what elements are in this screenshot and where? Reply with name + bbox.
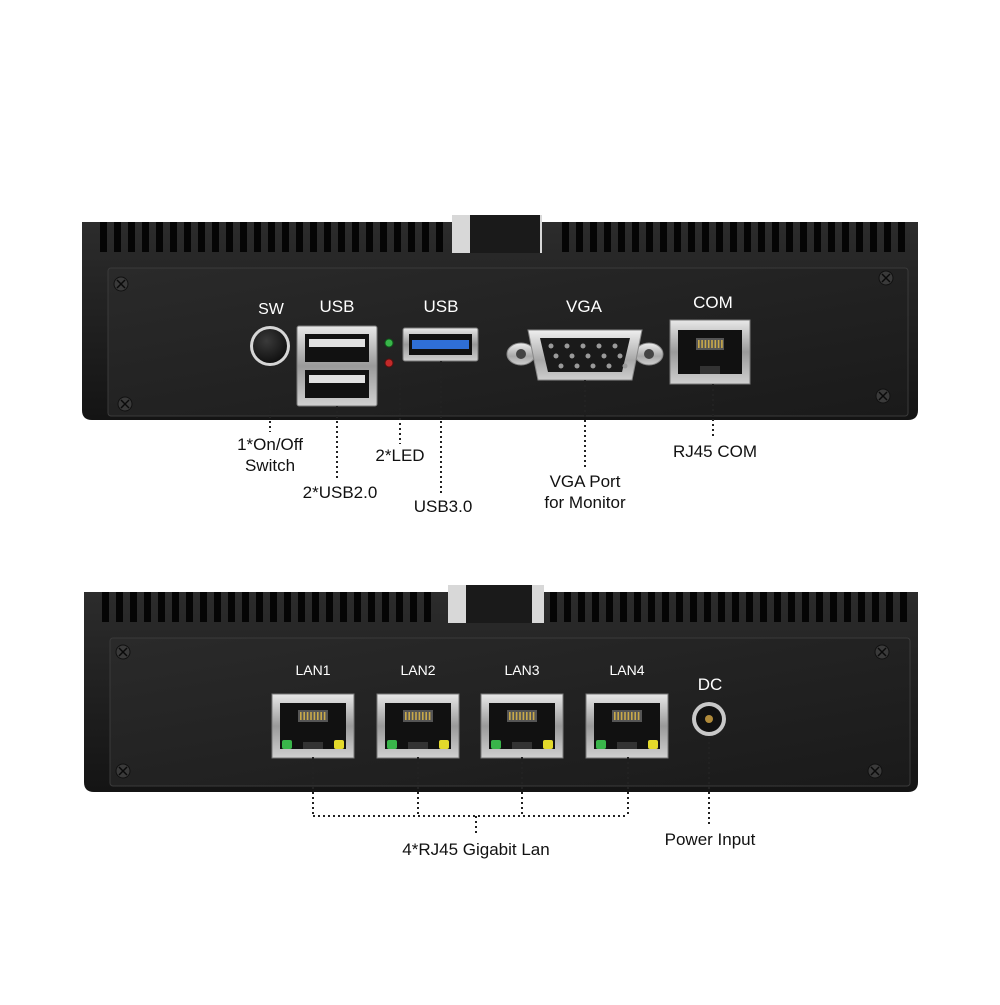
lan-port-2[interactable] — [376, 693, 460, 759]
callout-lan: 4*RJ45 Gigabit Lan — [402, 840, 550, 859]
callout-switch-line2: Switch — [244, 456, 296, 475]
lan-port-1[interactable] — [271, 693, 355, 759]
label-lan4: LAN4 — [609, 662, 644, 678]
label-dc: DC — [698, 675, 723, 694]
lan-port-3[interactable] — [480, 693, 564, 759]
callout-rj45-com: RJ45 COM — [672, 442, 758, 461]
led-red — [384, 358, 394, 368]
power-switch[interactable] — [250, 326, 290, 366]
callout-vga: VGA Port for Monitor — [530, 471, 640, 513]
top-unit: SW USB USB VGA COM — [82, 215, 918, 494]
lan-port-4[interactable] — [585, 693, 669, 759]
vga-port[interactable] — [506, 329, 664, 381]
label-vga: VGA — [566, 297, 603, 316]
usb3-port[interactable] — [402, 327, 479, 362]
bottom-screws — [115, 644, 890, 779]
dc-power-jack[interactable] — [692, 702, 726, 736]
label-lan1: LAN1 — [295, 662, 330, 678]
label-lan2: LAN2 — [400, 662, 435, 678]
label-com: COM — [693, 293, 733, 312]
callout-usb3: USB3.0 — [413, 497, 473, 516]
callout-switch-line1: 1*On/Off — [237, 435, 303, 454]
callout-on-off-switch: 1*On/Off Switch — [222, 434, 318, 476]
label-lan3: LAN3 — [504, 662, 539, 678]
label-usb3: USB — [424, 297, 459, 316]
callout-vga-line2: for Monitor — [544, 493, 626, 512]
callout-led: 2*LED — [375, 446, 425, 465]
bottom-notch-inner — [466, 585, 532, 623]
top-front-panel — [107, 267, 909, 417]
led-green — [384, 338, 394, 348]
callout-usb2: 2*USB2.0 — [302, 483, 378, 502]
bottom-leader-lines — [312, 737, 710, 836]
label-usb2: USB — [320, 297, 355, 316]
callout-power-input: Power Input — [664, 830, 756, 849]
top-leader-lines — [269, 361, 714, 494]
rj45-com-port[interactable] — [669, 319, 751, 385]
top-screws — [113, 270, 894, 412]
callout-vga-line1: VGA Port — [549, 472, 621, 491]
usb2-dual-port[interactable] — [296, 325, 378, 407]
bottom-unit: LAN1 LAN2 LAN3 LAN4 DC — [84, 585, 918, 836]
bottom-heatsink-fins — [102, 592, 907, 622]
label-sw: SW — [258, 301, 285, 318]
top-notch-inner — [470, 215, 540, 253]
top-heatsink-fins — [100, 222, 905, 252]
